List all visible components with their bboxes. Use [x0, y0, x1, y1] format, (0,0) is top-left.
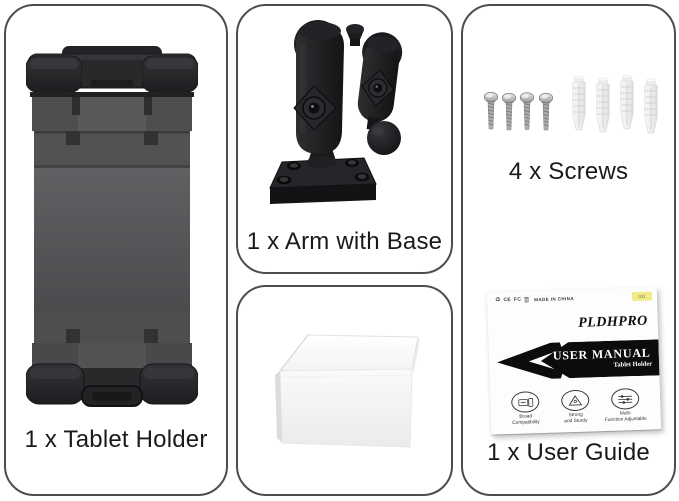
wall-anchors-group [572, 74, 658, 134]
tablet-holder-panel: 1 x Tablet Holder [4, 4, 228, 496]
adjustable-icon [610, 387, 640, 410]
tablet-holder-label: 1 x Tablet Holder [24, 426, 208, 453]
screws-label: 4 x Screws [508, 158, 629, 185]
origin-text: MADE IN CHINA [534, 295, 575, 302]
packaging-box-panel [236, 285, 453, 496]
fcc-mark: FC [513, 296, 522, 303]
manual-certification-row: ♻ CE FC MADE IN CHINA [495, 295, 574, 303]
base-plate [269, 157, 377, 204]
arm-with-base-illustration [269, 20, 403, 204]
compatibility-icon [510, 391, 540, 413]
chevron-band-graphic [497, 339, 660, 381]
recycle-icon: ♻ [494, 297, 501, 304]
feature-caption: and Sturdy [564, 418, 588, 425]
feature-adjustable: Multi- Function Adjustable [600, 387, 651, 425]
feature-compatibility: Broad Compatibility [500, 391, 551, 428]
user-guide-label: 1 x User Guide [487, 439, 650, 466]
main-arm [293, 20, 344, 154]
feature-sturdy: Strong and Sturdy [550, 389, 601, 426]
manual-title-band: USER MANUAL Tablet Holder [488, 339, 660, 381]
manual-features-row: Broad Compatibility Strong and Sturdy [490, 387, 661, 427]
packaging-box-illustration [275, 334, 420, 448]
sturdy-icon [560, 389, 590, 412]
trash-icon [524, 297, 529, 303]
screws-and-anchors-illustration [483, 74, 658, 134]
second-arm [357, 32, 403, 131]
brand-logo: PLDHPRO [577, 313, 649, 331]
user-manual-card: ♻ CE FC MADE IN CHINA 011 PLDHPRO USER M… [486, 287, 662, 435]
tablet-holder-illustration [26, 46, 198, 407]
feature-caption: Compatibility [512, 420, 540, 426]
arm-with-base-panel: 1 x Arm with Base [236, 4, 453, 274]
feature-caption: Function Adjustable [604, 416, 647, 424]
mounting-ball [367, 121, 401, 155]
arm-with-base-label: 1 x Arm with Base [246, 228, 443, 255]
screws-and-guide-panel: 4 x Screws ♻ CE FC MADE IN CHINA 011 PLD… [461, 4, 676, 496]
screws-group [483, 91, 554, 131]
sticker-badge: 011 [631, 291, 653, 302]
manual-subtitle: Tablet Holder [613, 360, 653, 369]
ce-mark: CE [503, 296, 512, 304]
